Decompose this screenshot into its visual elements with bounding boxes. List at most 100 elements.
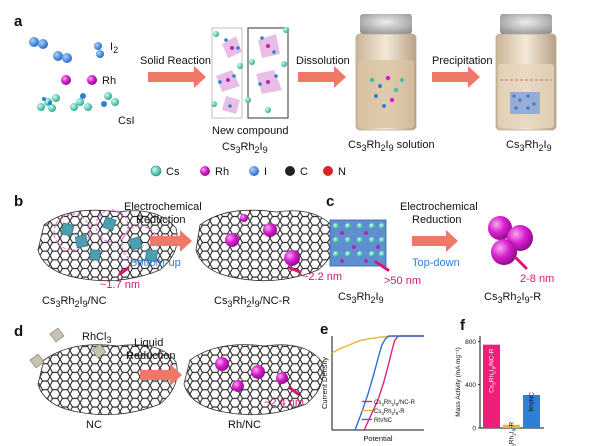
bar-label-1: Cs3Rh2I9/NC-R bbox=[489, 348, 498, 393]
legend-label-3: Rh/NC bbox=[374, 418, 393, 424]
svg-text:C: C bbox=[300, 166, 308, 178]
solution-vial bbox=[355, 14, 417, 131]
y-tick-label: 0 bbox=[472, 426, 476, 433]
label-top-down: Top-down bbox=[412, 257, 460, 269]
arrow-c-reduction bbox=[412, 230, 458, 252]
label-size-1p7: ~1.7 nm bbox=[100, 279, 140, 291]
svg-text:Rh: Rh bbox=[215, 166, 229, 178]
label-rhcl3: RhCl3 bbox=[82, 331, 111, 345]
label-csi: CsI bbox=[118, 115, 135, 127]
rh-nanoparticle bbox=[284, 250, 300, 266]
label-new-compound: New compound bbox=[212, 125, 288, 137]
y-axis-label: Current Density bbox=[320, 357, 329, 409]
graphene-sheet-rhnc bbox=[183, 344, 324, 416]
bar-label-3: Rh/NC bbox=[529, 392, 536, 412]
label-solid-reaction: Solid Reaction bbox=[140, 55, 211, 67]
label-size-2-8: 2-8 nm bbox=[520, 273, 554, 285]
series-line-1 bbox=[363, 335, 424, 431]
panel-f-letter: f bbox=[460, 317, 466, 334]
x-axis-label: Potential bbox=[363, 434, 393, 443]
legend-item-cs: Cs bbox=[150, 165, 180, 178]
label-d-arrow-line1: Liquid bbox=[134, 337, 163, 349]
y-axis-label: Mass Activity (mA mg⁻¹) bbox=[455, 347, 462, 417]
panel-d: d RhCl3 Liquid Reduction ~2.4 nm NC Rh/N… bbox=[14, 323, 324, 431]
label-b-arrow-line1: Electrochemical bbox=[124, 201, 202, 213]
label-c-left: Cs3Rh2I9 bbox=[338, 291, 384, 305]
svg-text:I: I bbox=[264, 166, 267, 178]
rh-nanoparticle bbox=[240, 214, 248, 222]
label-d-arrow-line2: Reduction bbox=[126, 350, 176, 362]
y-tick-label: 800 bbox=[465, 339, 476, 346]
rh-atom bbox=[87, 75, 97, 85]
bar-3 bbox=[523, 394, 540, 428]
bar-1 bbox=[483, 344, 500, 428]
panel-a: a I2 Rh CsI bbox=[14, 13, 557, 178]
panel-c: c >50 nm Electrochemical Reduction Top-d… bbox=[326, 193, 554, 305]
rh-particle-cluster bbox=[488, 216, 533, 270]
rh-nanoparticle bbox=[225, 233, 239, 247]
panel-a-letter: a bbox=[14, 13, 23, 30]
legend-item-rh: Rh bbox=[200, 166, 229, 178]
arrow-precipitation bbox=[432, 66, 480, 88]
label-bottom-up: Bottom-up bbox=[130, 257, 181, 269]
label-precipitation: Precipitation bbox=[432, 55, 493, 67]
label-size-2p4: ~2.4 nm bbox=[264, 397, 304, 409]
label-solution: Cs3Rh2I9 solution bbox=[348, 139, 435, 153]
label-dissolution: Dissolution bbox=[296, 55, 350, 67]
arrow-d-reduction bbox=[140, 364, 182, 386]
rh-nanoparticle bbox=[232, 380, 244, 392]
bar-2 bbox=[503, 424, 520, 428]
panel-c-letter: c bbox=[326, 193, 334, 210]
label-size-2p2: ~2.2 nm bbox=[302, 271, 342, 283]
bar-label-2: Cs3Rh2I9-R bbox=[509, 421, 518, 446]
bulk-crystal bbox=[329, 219, 390, 272]
label-rh: Rh bbox=[102, 75, 116, 87]
arrow-b-reduction bbox=[150, 230, 192, 252]
rhcl3-molecules bbox=[29, 327, 107, 369]
label-i2: I2 bbox=[110, 41, 118, 55]
series-line-3 bbox=[354, 335, 424, 431]
rh-nanoparticle bbox=[276, 372, 288, 384]
label-d-left: NC bbox=[86, 419, 102, 431]
series-line-2 bbox=[331, 335, 424, 354]
label-b-arrow-line2: Reduction bbox=[136, 214, 186, 226]
graphene-sheet-right bbox=[195, 209, 336, 282]
legend-label-2: Cs3Rh2I9-R bbox=[374, 409, 405, 416]
svg-text:N: N bbox=[338, 166, 346, 178]
legend-item-i: I bbox=[249, 166, 267, 178]
panel-b: b ~1.7 nm Electrochemical Reduction Bott… bbox=[14, 193, 342, 309]
rh-nanoparticle bbox=[251, 365, 265, 379]
label-product: Cs3Rh2I9 bbox=[506, 139, 552, 153]
label-b-right: Cs3Rh2I9/NC-R bbox=[214, 295, 290, 309]
csi-clusters bbox=[37, 92, 119, 112]
label-c-right: Cs3Rh2I9-R bbox=[484, 291, 541, 305]
rh-atom bbox=[61, 75, 71, 85]
precipitate-vial bbox=[495, 14, 557, 131]
legend-item-n: N bbox=[323, 166, 346, 178]
i2-molecules bbox=[29, 37, 104, 63]
panel-e-letter: e bbox=[320, 321, 328, 338]
arrow-solid-reaction bbox=[148, 66, 206, 88]
crystal-structure bbox=[211, 27, 289, 119]
label-size-50: >50 nm bbox=[384, 275, 421, 287]
panel-d-letter: d bbox=[14, 323, 23, 340]
panel-e: e Current DensityPotentialCs3Rh2I9/NC-RC… bbox=[320, 321, 424, 443]
label-compound-formula: Cs3Rh2I9 bbox=[222, 141, 268, 155]
label-d-right: Rh/NC bbox=[228, 419, 261, 431]
rh-nanoparticle bbox=[263, 223, 277, 237]
rh-nanoparticle bbox=[215, 357, 229, 371]
y-tick-label: 400 bbox=[465, 382, 476, 389]
svg-text:Cs: Cs bbox=[166, 166, 180, 178]
label-b-left: Cs3Rh2I9/NC bbox=[42, 295, 107, 309]
panel-b-letter: b bbox=[14, 193, 23, 210]
label-c-arrow-line1: Electrochemical bbox=[400, 201, 478, 213]
legend-item-c: C bbox=[285, 166, 308, 178]
legend-label-1: Cs3Rh2I9/NC-R bbox=[374, 400, 416, 407]
label-c-arrow-line2: Reduction bbox=[412, 214, 462, 226]
arrow-dissolution bbox=[298, 66, 346, 88]
atom-legend: Cs Rh I C N bbox=[150, 165, 346, 178]
